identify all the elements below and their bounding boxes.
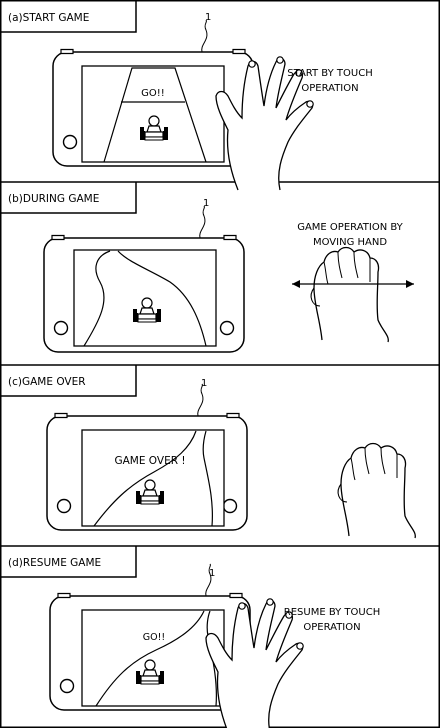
caption-d-line2: OPERATION [303, 622, 360, 633]
road-right-b [117, 250, 207, 347]
ref-number-a: 1 [205, 12, 211, 23]
ref-leader-d [205, 563, 212, 597]
caption-b-line2: MOVING HAND [313, 237, 387, 248]
road-left-b [83, 250, 111, 347]
panel-a: GO!! 1 START BY TOUCH OPERATION [52, 12, 373, 191]
panel-d: GO!! 1 RESUME BY TOUCH OPERATION [49, 563, 380, 728]
panel-b-label: (b)DURING GAME [8, 193, 99, 205]
road-a [103, 67, 207, 163]
ref-number-b: 1 [203, 198, 209, 209]
panel-b: 1 GAME OPERATION BY MOVING HAND [43, 198, 414, 353]
caption-a-line1: START BY TOUCH [287, 68, 372, 79]
hand-b [310, 246, 389, 343]
road-right-c [202, 430, 213, 527]
ref-number-c: 1 [201, 378, 207, 389]
tab-d [0, 546, 137, 578]
tab-a [0, 0, 137, 33]
tab-c [0, 365, 137, 397]
ref-leader-b [199, 205, 206, 239]
screen-a [81, 65, 225, 163]
caption-a-line2: OPERATION [301, 83, 358, 94]
screen-text-d: GO!! [143, 632, 165, 643]
panel-c-label: (c)GAME OVER [8, 376, 86, 388]
road-left-d [95, 610, 205, 707]
hand-c [337, 442, 416, 539]
panel-d-label: (d)RESUME GAME [8, 557, 101, 569]
tab-b [0, 182, 137, 214]
screen-c [81, 429, 225, 527]
screen-text-a: GO!! [141, 88, 165, 99]
ref-leader-c [197, 383, 204, 417]
panel-c: GAME OVER ! 1 [46, 378, 416, 539]
screen-text-c: GAME OVER ! [114, 455, 185, 467]
caption-b-line1: GAME OPERATION BY [297, 222, 403, 233]
panel-a-label: (a)START GAME [8, 12, 89, 24]
caption-d-line1: RESUME BY TOUCH [284, 607, 380, 618]
ref-leader-a [201, 19, 208, 53]
ref-number-d: 1 [209, 568, 215, 579]
road-left-c [93, 430, 197, 527]
screen-d [81, 609, 225, 707]
